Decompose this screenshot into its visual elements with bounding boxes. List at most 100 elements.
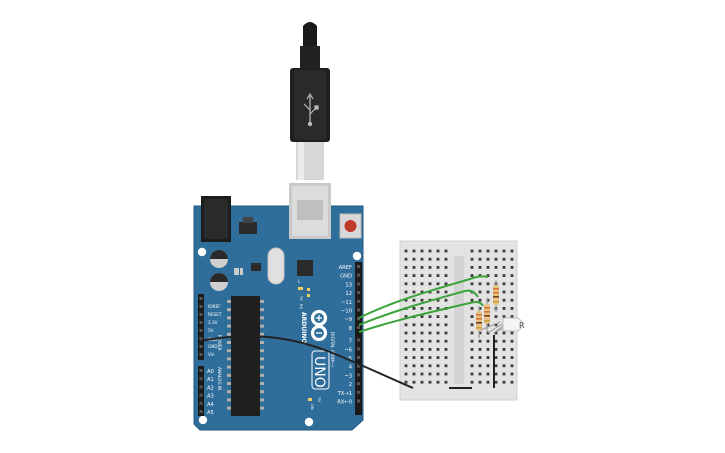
breadboard-hole — [486, 266, 490, 269]
breadboard-hole — [404, 266, 408, 269]
wires — [199, 275, 495, 389]
mounting-hole — [304, 417, 314, 427]
atmega328-chip — [231, 296, 260, 416]
breadboard-hole — [494, 380, 498, 384]
breadboard-hole — [444, 364, 448, 368]
breadboard-hole — [502, 380, 506, 384]
header-pin[interactable] — [199, 369, 203, 372]
breadboard-hole — [486, 274, 490, 277]
breadboard-hole — [494, 323, 498, 327]
wire-green-pin10[interactable] — [358, 289, 479, 326]
breadboard-hole — [412, 339, 416, 343]
analog-pin-label: A5 — [207, 410, 214, 416]
breadboard-hole — [494, 266, 498, 269]
digital-header-title: DIGITAL (PWM~) — [330, 332, 335, 367]
breadboard-hole — [428, 339, 432, 343]
header-pin[interactable] — [199, 353, 203, 356]
breadboard-hole — [420, 315, 424, 318]
breadboard-hole — [428, 348, 432, 351]
header-pin[interactable] — [199, 297, 203, 300]
breadboard-hole — [510, 274, 514, 277]
breadboard-hole — [444, 331, 448, 335]
header-pin[interactable] — [199, 385, 203, 389]
breadboard-hole — [502, 339, 506, 343]
digital-pin-label: ~9 — [344, 317, 352, 323]
mounting-hole — [198, 415, 208, 425]
arduino-uno-board[interactable]: L TX RX ARDUINO UNO TM ON — [193, 183, 364, 431]
breadboard-hole — [404, 282, 408, 286]
breadboard-hole — [502, 282, 506, 286]
header-pin[interactable] — [357, 282, 360, 286]
breadboard-hole — [412, 331, 416, 335]
header-pin[interactable] — [357, 325, 360, 329]
header-pin[interactable] — [199, 401, 203, 405]
header-pin[interactable] — [357, 338, 360, 342]
header-pin[interactable] — [357, 390, 360, 394]
header-pin[interactable] — [357, 399, 360, 403]
breadboard-hole — [510, 339, 514, 343]
header-pin[interactable] — [357, 265, 360, 268]
digital-pin-label: ~6 — [344, 347, 352, 353]
digital-pin-label: 13 — [345, 282, 352, 288]
header-pin[interactable] — [357, 356, 360, 359]
rgb-led[interactable]: R — [480, 317, 525, 334]
header-pin[interactable] — [199, 393, 203, 397]
wire-green-pin11[interactable] — [358, 275, 489, 319]
chip-pin — [227, 390, 231, 394]
resistor[interactable] — [476, 306, 482, 338]
voltage-regulator — [239, 222, 257, 234]
digital-pin-label: 12 — [345, 291, 352, 297]
breadboard-hole — [502, 274, 506, 277]
reset-button-cap[interactable] — [344, 220, 357, 232]
breadboard-hole — [444, 323, 448, 327]
chip-pin — [260, 308, 264, 312]
breadboard-hole — [494, 274, 498, 277]
header-pin[interactable] — [199, 377, 203, 381]
header-pin[interactable] — [357, 308, 360, 312]
breadboard-hole — [470, 274, 474, 277]
mini-breadboard[interactable] — [399, 240, 518, 401]
resistor[interactable] — [484, 298, 490, 332]
usb-cable-strain-tip — [303, 22, 317, 48]
chip-pin — [227, 308, 231, 312]
digital-pin-label: 7 — [349, 339, 352, 345]
wire-black-gnd[interactable] — [199, 335, 414, 389]
breadboard-hole — [486, 356, 490, 359]
breadboard-hole — [404, 372, 408, 376]
header-pin[interactable] — [357, 347, 360, 351]
breadboard-hole — [502, 364, 506, 368]
label-vin: Vin — [208, 352, 215, 357]
header-pin[interactable] — [357, 317, 360, 321]
header-pin[interactable] — [357, 382, 360, 386]
header-pin[interactable] — [199, 329, 203, 332]
breadboard-hole — [404, 339, 408, 343]
usb-cable[interactable] — [290, 22, 330, 180]
breadboard-hole — [486, 323, 490, 327]
header-pin[interactable] — [357, 364, 360, 368]
header-pin[interactable] — [199, 305, 203, 308]
header-pin[interactable] — [199, 313, 203, 316]
header-pin[interactable] — [199, 345, 203, 348]
header-pin[interactable] — [199, 337, 203, 340]
breadboard-hole — [436, 274, 440, 277]
header-pin[interactable] — [357, 273, 360, 277]
digital-pin-label: ~10 — [341, 309, 352, 315]
header-pin[interactable] — [357, 373, 360, 377]
header-pin[interactable] — [357, 291, 360, 295]
breadboard-hole — [494, 356, 498, 359]
header-pin[interactable] — [357, 299, 360, 303]
breadboard-hole — [404, 249, 408, 253]
small-component — [234, 268, 239, 275]
breadboard-hole — [420, 356, 424, 359]
breadboard-hole — [470, 315, 474, 318]
capacitor — [210, 250, 228, 268]
header-pin[interactable] — [199, 321, 203, 324]
header-pin[interactable] — [199, 410, 203, 413]
breadboard-hole — [478, 307, 482, 310]
wire-green-pin9[interactable] — [358, 301, 484, 333]
brand-label: ARDUINO — [300, 312, 307, 343]
chip-pin — [260, 349, 264, 353]
resistor[interactable] — [493, 280, 499, 312]
breadboard-hole — [478, 282, 482, 286]
